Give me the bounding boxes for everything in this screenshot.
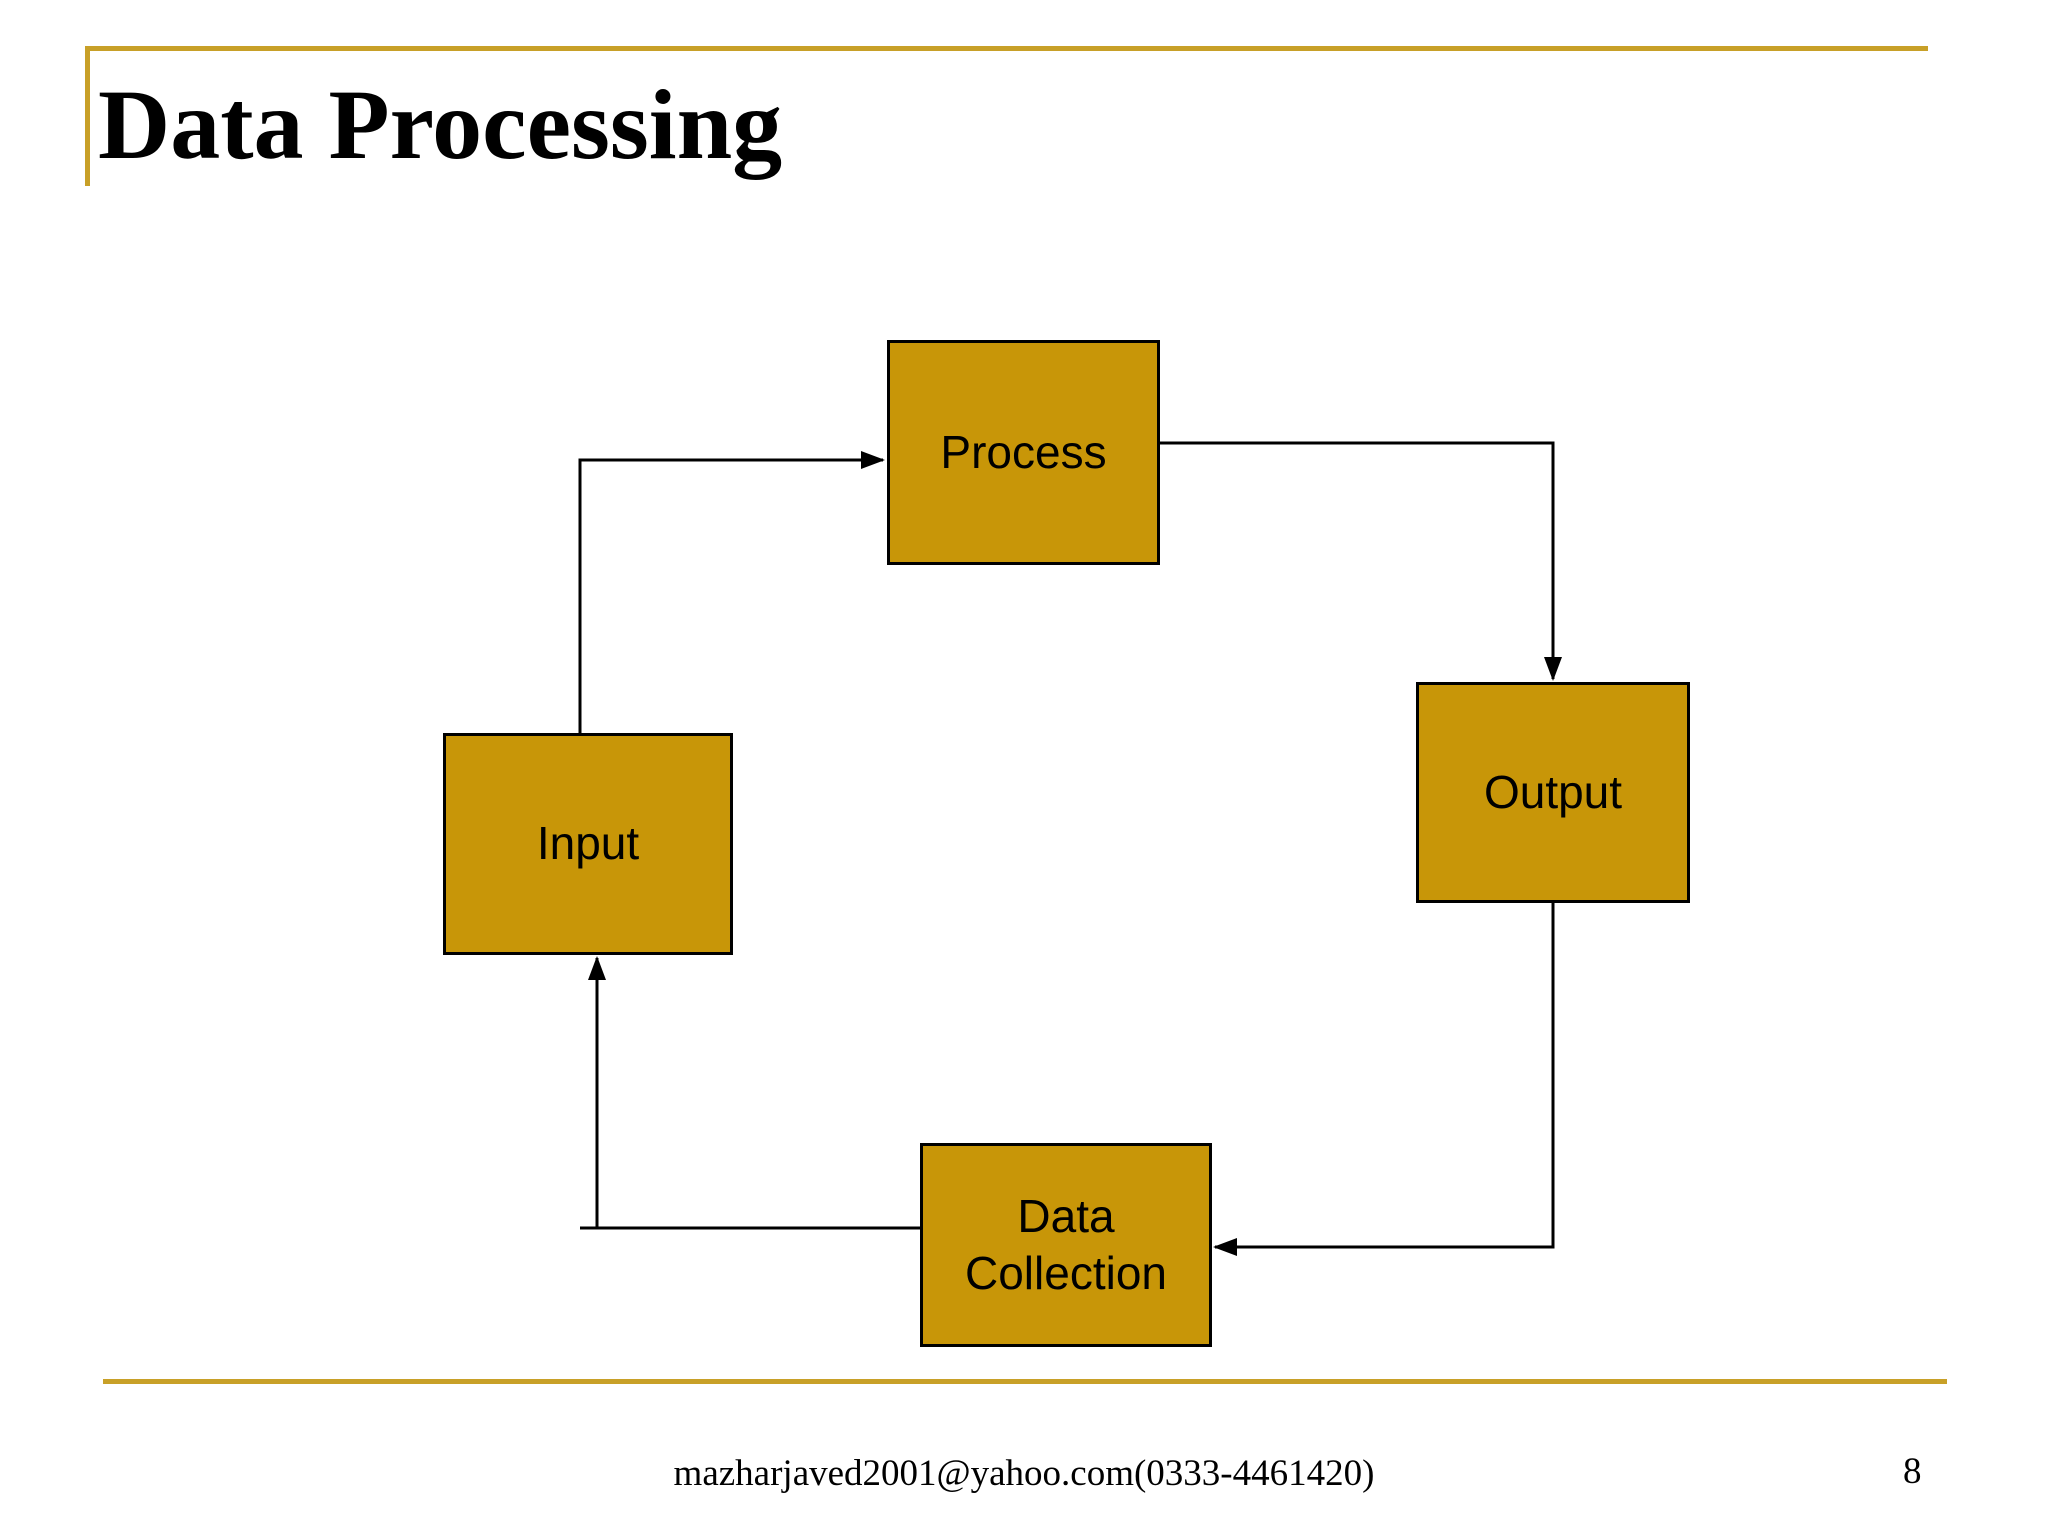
top-accent-rule [85, 46, 1928, 51]
page-title: Data Processing [98, 69, 783, 180]
process-node: Process [887, 340, 1160, 565]
connector-process-to-output [1160, 441, 1562, 681]
connector-input-to-process [578, 451, 885, 733]
slide-page-number: 8 [1903, 1451, 1922, 1492]
left-accent-rule [85, 46, 90, 186]
bottom-accent-rule [103, 1379, 1947, 1384]
input-node: Input [443, 733, 733, 955]
connector-output-to-data-collection [1213, 903, 1555, 1256]
input-node-label: Input [536, 817, 640, 870]
output-node: Output [1416, 682, 1690, 903]
data-collection-node-label: Data Collection [965, 1189, 1167, 1300]
footer-contact-text: mazharjaved2001@yahoo.com(0333-4461420) [673, 1453, 1375, 1494]
data-collection-node: Data Collection [920, 1143, 1212, 1347]
process-node-label: Process [940, 425, 1107, 478]
output-node-label: Output [1483, 765, 1623, 818]
